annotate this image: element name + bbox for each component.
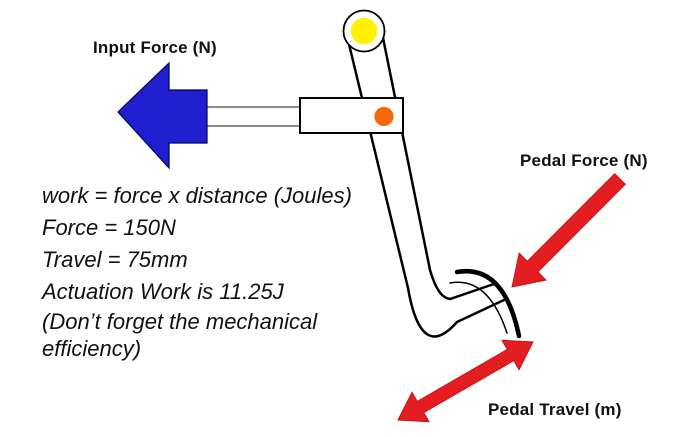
input-force-label: Input Force (N) bbox=[93, 38, 217, 57]
note-work-formula: work = force x distance (Joules) bbox=[42, 183, 352, 208]
note-efficiency-reminder-line1: (Don’t forget the mechanical bbox=[42, 309, 318, 334]
pedal-travel-label: Pedal Travel (m) bbox=[488, 400, 622, 419]
pedal-force-arrow bbox=[511, 172, 627, 288]
note-travel-value: Travel = 75mm bbox=[42, 247, 188, 272]
pedal-arm-outer-edge bbox=[345, 34, 506, 338]
pedal-arm-inner-edge bbox=[379, 26, 496, 301]
input-force-arrow bbox=[117, 61, 208, 170]
note-efficiency-reminder-line2: efficiency) bbox=[42, 336, 142, 361]
clevis-pin bbox=[374, 106, 394, 127]
work-calculation-notes: work = force x distance (Joules) Force =… bbox=[42, 180, 352, 362]
pedal-travel-arrow bbox=[397, 339, 534, 423]
pivot-bush bbox=[350, 17, 378, 45]
pushrod bbox=[205, 106, 302, 127]
pedal-pad-inner-arc bbox=[449, 281, 508, 334]
pedal-pad-arc bbox=[454, 268, 522, 339]
pedal-force-label: Pedal Force (N) bbox=[520, 151, 648, 170]
note-force-value: Force = 150N bbox=[42, 215, 176, 240]
note-actuation-work: Actuation Work is 11.25J bbox=[42, 279, 284, 304]
